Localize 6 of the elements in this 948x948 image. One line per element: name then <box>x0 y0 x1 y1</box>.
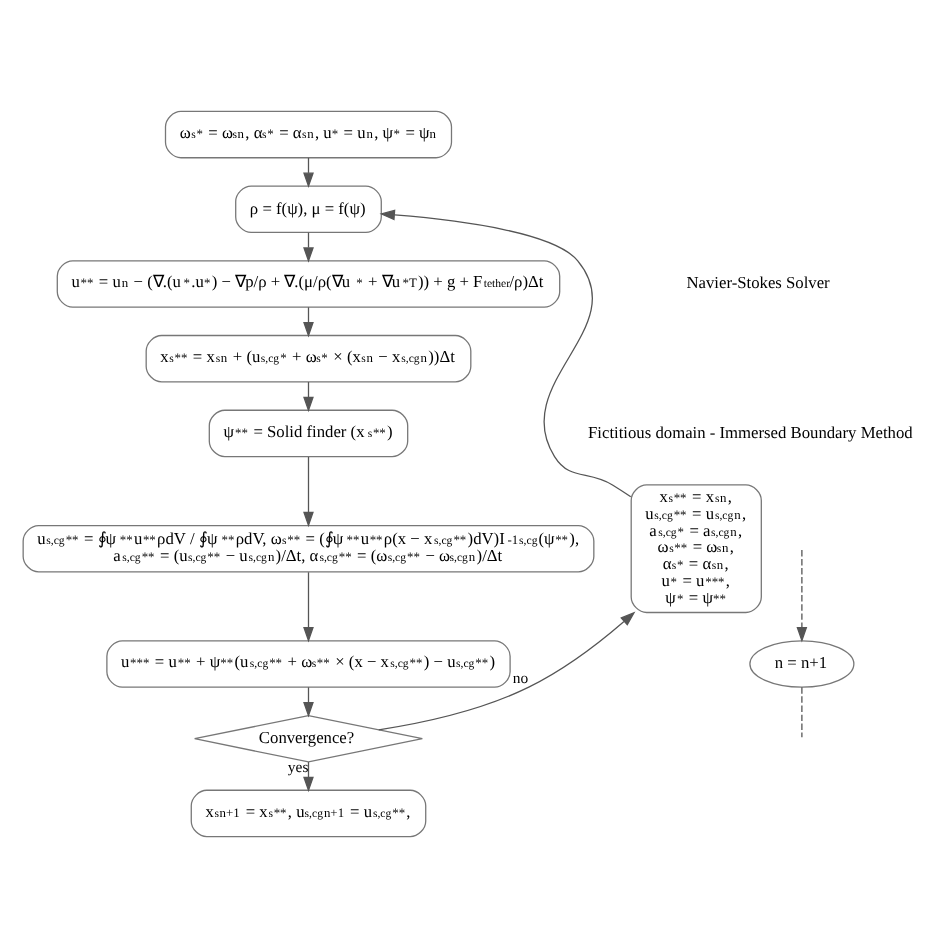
arrow <box>302 571 313 643</box>
connector <box>800 686 802 738</box>
arrow <box>377 611 635 731</box>
arrow <box>795 549 807 643</box>
arrow <box>302 456 313 528</box>
arrow <box>378 209 631 498</box>
